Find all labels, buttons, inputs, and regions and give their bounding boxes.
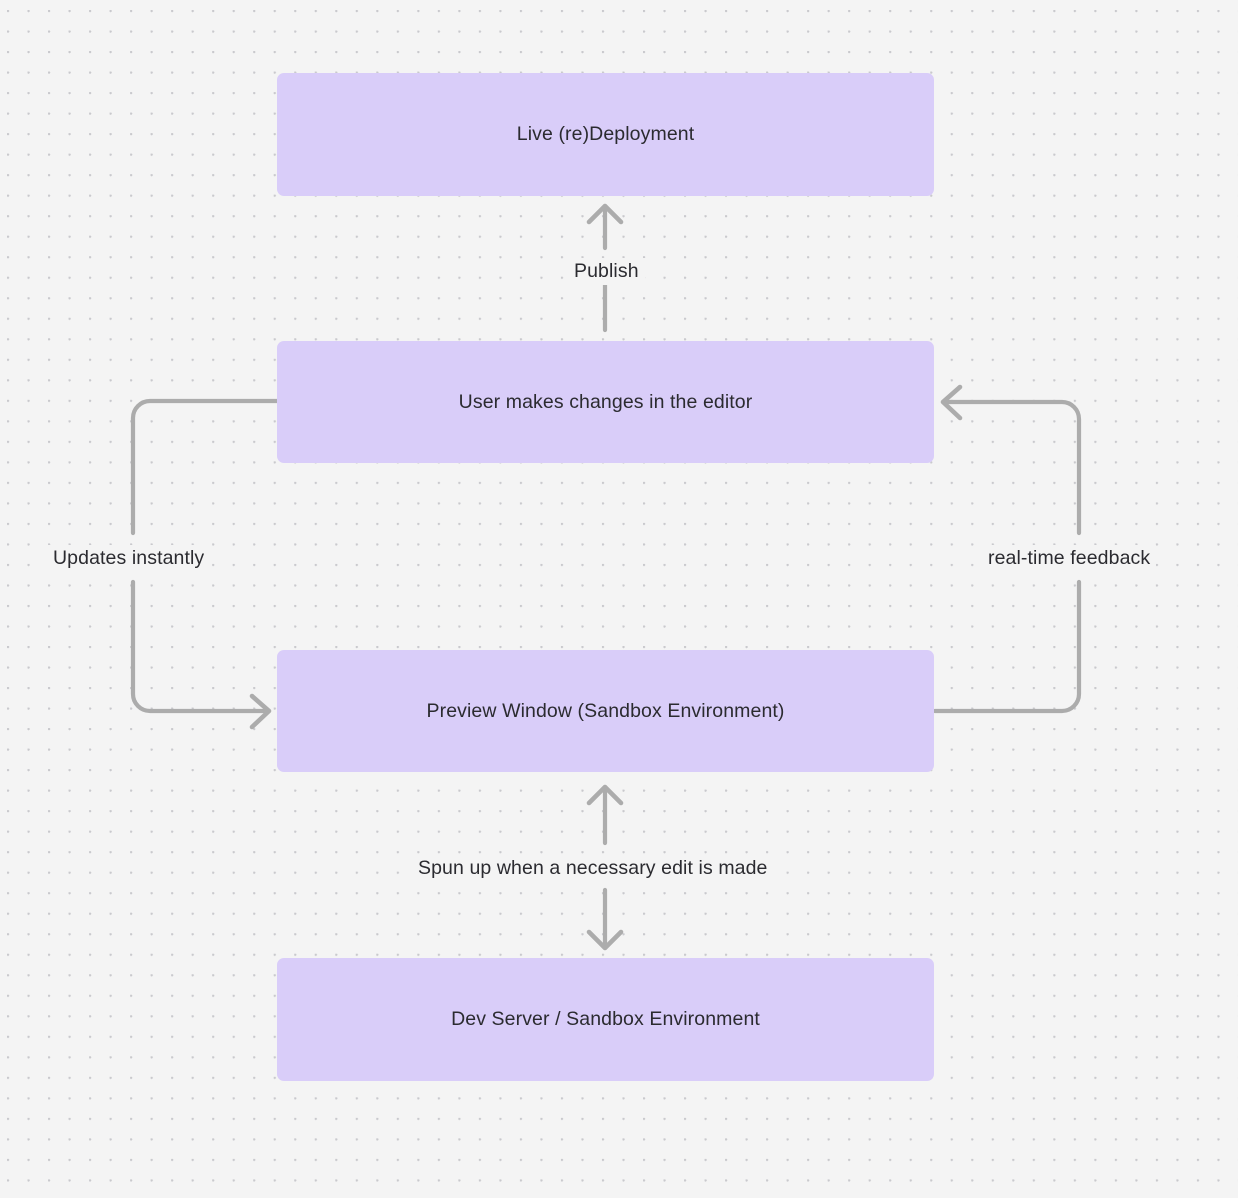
edge-label-updates-instantly: Updates instantly [47,545,211,572]
node-label: Preview Window (Sandbox Environment) [426,699,785,722]
node-label: Live (re)Deployment [516,123,695,145]
node-preview-window-sandbox-environment[interactable]: Preview Window (Sandbox Environment) [277,650,934,772]
node-dev-server-sandbox-environment[interactable]: Dev Server / Sandbox Environment [277,958,934,1081]
edge-label-real-time-feedback: real-time feedback [982,545,1157,572]
node-label: User makes changes in the editor [458,390,753,413]
edge-label-publish: Publish [568,258,645,285]
edge-label-spun-up-when-a-necessary-edit-is-made: Spun up when a necessary edit is made [412,855,774,882]
node-label: Dev Server / Sandbox Environment [451,1008,760,1030]
node-live-redeployment[interactable]: Live (re)Deployment [277,73,934,196]
node-user-makes-changes-in-the-editor[interactable]: User makes changes in the editor [277,341,934,463]
